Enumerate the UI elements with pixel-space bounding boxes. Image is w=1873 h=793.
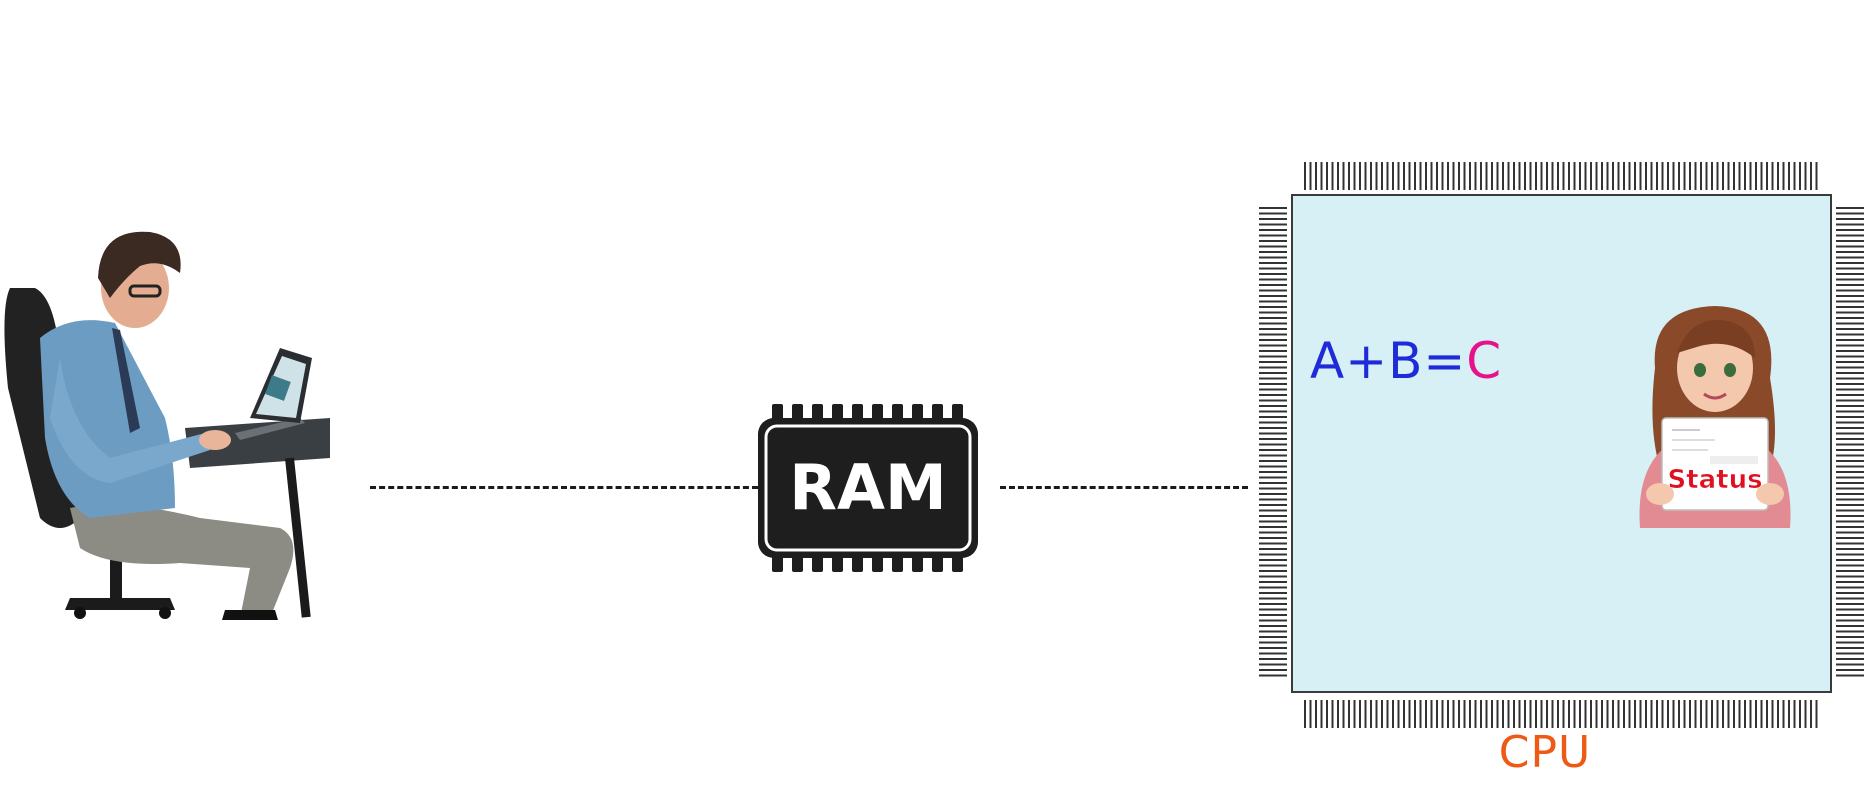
person-at-laptop-icon (4, 231, 330, 620)
connector-ram-to-cpu (1000, 486, 1248, 489)
status-label: Status (1667, 465, 1762, 495)
cpu-chip-icon (1259, 162, 1864, 728)
cpu-label: CPU (1498, 727, 1592, 778)
girl-holding-status-card-icon: Status (1639, 306, 1791, 528)
equation-lhs: A+B= (1310, 332, 1467, 390)
ram-chip: RAM (756, 404, 980, 572)
ram-label: RAM (789, 451, 946, 524)
ram-chip-icon: RAM (758, 404, 978, 572)
equation-rhs: C (1466, 332, 1503, 390)
connector-person-to-ram (370, 486, 758, 489)
equation: A+B=C (1310, 333, 1502, 389)
